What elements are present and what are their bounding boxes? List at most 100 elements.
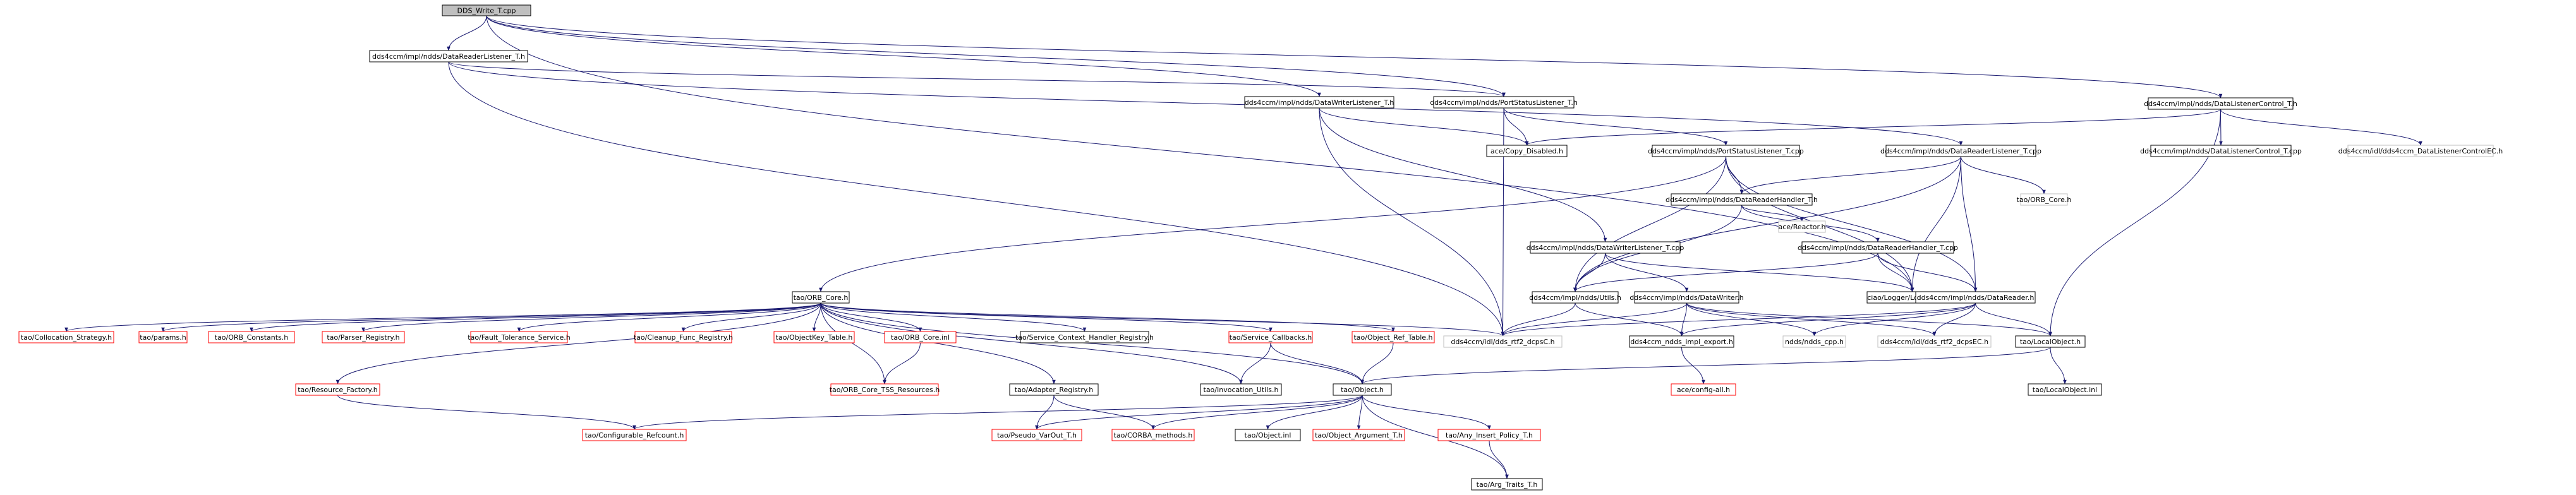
file-node-tao-orb-constants-h-n22[interactable]: tao/ORB_Constants.h — [208, 331, 295, 343]
file-node-dds4ccm-impl-ndds-utils-h-n16[interactable]: dds4ccm/impl/ndds/Utils.h — [1529, 291, 1621, 304]
file-node-dds4ccm-ndds-impl-export-h-n32[interactable]: dds4ccm_ndds_impl_export.h — [1629, 335, 1734, 348]
file-node-box — [1351, 331, 1435, 343]
file-node-ace-config-all-h-n36[interactable]: ace/config-all.h — [1671, 383, 1736, 396]
include-edge-n41-n47 — [1357, 395, 1363, 430]
file-node-dds4ccm-impl-ndds-datareaderhandler-t-cpp-n14[interactable]: dds4ccm/impl/ndds/DataReaderHandler_T.cp… — [1798, 241, 1958, 254]
include-edge-n19-n34 — [1932, 302, 1976, 337]
include-edge-n41-n45 — [1151, 395, 1363, 430]
file-node-dds4ccm-impl-ndds-datareaderlistener-t-cpp-n7[interactable]: dds4ccm/impl/ndds/DataReaderListener_T.c… — [1880, 145, 2041, 157]
file-node-box — [1244, 96, 1394, 109]
file-node-dds4ccm-impl-ndds-datawriterlistener-t-cpp-n13[interactable]: dds4ccm/impl/ndds/DataWriterListener_T.c… — [1527, 241, 1684, 254]
include-edge-n16-n32 — [1575, 302, 1684, 337]
file-node-box — [1885, 145, 2036, 157]
include-edge-n4-n9 — [2220, 109, 2422, 146]
file-node-tao-parser-registry-h-n23[interactable]: tao/Parser_Registry.h — [322, 331, 405, 343]
file-node-dds4ccm-impl-ndds-datalistenercontrol-t-cpp-n8[interactable]: dds4ccm/impl/ndds/DataListenerControl_T.… — [2140, 145, 2302, 157]
file-node-label: tao/Arg_Traits_T.h — [1477, 480, 1538, 489]
file-node-ndds-ndds-cpp-h-n33[interactable]: ndds/ndds_cpp.h — [1782, 335, 1846, 348]
include-edge-n15-n24 — [517, 302, 821, 332]
file-node-tao-pseudo-varout-t-h-n44[interactable]: tao/Pseudo_VarOut_T.h — [991, 429, 1082, 441]
include-edge-n15-n25 — [681, 302, 821, 332]
file-node-box — [1333, 383, 1392, 396]
include-edge-n4-n35 — [2048, 109, 2221, 337]
include-edge-n0-n2 — [486, 15, 1321, 97]
file-node-tao-invocation-utils-h-n40[interactable]: tao/Invocation_Utils.h — [1200, 383, 1282, 396]
file-node-tao-params-h-n21[interactable]: tao/params.h — [138, 331, 188, 343]
file-node-tao-service-context-handler-registry-h-n28[interactable]: tao/Service_Context_Handler_Registry.h — [1015, 331, 1154, 343]
file-node-tao-object-h-n41[interactable]: tao/Object.h — [1333, 383, 1392, 396]
include-edge-n0-n3 — [486, 15, 1506, 97]
file-node-box — [582, 429, 687, 441]
file-node-label: dds4ccm/impl/ndds/Utils.h — [1529, 294, 1621, 302]
file-node-tao-object-argument-t-h-n47[interactable]: tao/Object_Argument_T.h — [1312, 429, 1405, 441]
file-node-label: dds4ccm/impl/ndds/DataReaderHandler_T.cp… — [1798, 244, 1958, 252]
file-node-tao-configurable-refcount-h-n43[interactable]: tao/Configurable_Refcount.h — [582, 429, 687, 441]
file-node-tao-orb-core-h-n15[interactable]: tao/ORB_Core.h — [792, 291, 850, 304]
file-node-tao-service-callbacks-h-n29[interactable]: tao/Service_Callbacks.h — [1228, 331, 1313, 343]
include-edge-n14-n19 — [1877, 253, 1978, 292]
include-edge-n7-n17 — [1910, 156, 1961, 292]
file-node-tao-objectkey-table-h-n26[interactable]: tao/ObjectKey_Table.h — [773, 331, 855, 343]
file-node-tao-collocation-strategy-h-n20[interactable]: tao/Collocation_Strategy.h — [18, 331, 114, 343]
file-node-dds4ccm-impl-ndds-portstatuslistener-t-cpp-n6[interactable]: dds4ccm/impl/ndds/PortStatusListener_T.c… — [1648, 145, 1804, 157]
file-node-dds-write-t-cpp-n0[interactable]: DDS_Write_T.cpp — [442, 4, 531, 16]
file-node-dds4ccm-idl-dds-rtf2-dcpsec-h-n34[interactable]: dds4ccm/idl/dds_rtf2_dcpsEC.h — [1877, 335, 1992, 348]
file-node-tao-any-insert-policy-t-h-n48[interactable]: tao/Any_Insert_Policy_T.h — [1437, 429, 1541, 441]
file-node-tao-object-ref-table-h-n30[interactable]: tao/Object_Ref_Table.h — [1351, 331, 1435, 343]
file-node-tao-object-inl-n46[interactable]: tao/Object.inl — [1235, 429, 1301, 441]
include-edge-n7-n19 — [1961, 156, 1978, 292]
file-node-tao-corba-methods-h-n45[interactable]: tao/CORBA_methods.h — [1111, 429, 1195, 441]
file-node-tao-localobject-inl-n42[interactable]: tao/LocalObject.inl — [2028, 383, 2102, 396]
file-node-label: tao/ORB_Core_TSS_Resources.h — [830, 386, 940, 394]
file-node-box — [369, 50, 528, 63]
file-node-tao-fault-tolerance-service-h-n24[interactable]: tao/Fault_Tolerance_Service.h — [468, 331, 571, 343]
file-node-ace-copy-disabled-h-n5[interactable]: ace/Copy_Disabled.h — [1486, 145, 1568, 157]
file-node-label: dds4ccm/impl/ndds/PortStatusListener_T.c… — [1648, 147, 1804, 155]
file-node-dds4ccm-impl-ndds-datawriterlistener-t-h-n2[interactable]: dds4ccm/impl/ndds/DataWriterListener_T.h — [1244, 96, 1394, 109]
file-node-dds4ccm-impl-ndds-datareaderlistener-t-h-n1[interactable]: dds4ccm/impl/ndds/DataReaderListener_T.h — [369, 50, 528, 63]
file-node-tao-cleanup-func-registry-h-n25[interactable]: tao/Cleanup_Func_Registry.h — [634, 331, 733, 343]
file-node-label: tao/Object.h — [1341, 386, 1384, 394]
file-node-label: ace/Reactor.h — [1779, 223, 1826, 231]
file-node-label: tao/ObjectKey_Table.h — [776, 333, 853, 342]
include-edge-n2-n5 — [1319, 107, 1529, 146]
file-node-dds4ccm-impl-ndds-datareaderhandler-t-h-n10[interactable]: dds4ccm/impl/ndds/DataReaderHandler_T.h — [1666, 193, 1818, 206]
file-node-tao-orb-core-tss-resources-h-n38[interactable]: tao/ORB_Core_TSS_Resources.h — [830, 383, 940, 396]
include-edge-n18-n34 — [1686, 302, 1937, 337]
file-node-tao-adapter-registry-h-n39[interactable]: tao/Adapter_Registry.h — [1009, 383, 1099, 396]
include-edge-n30-n41 — [1360, 342, 1394, 385]
file-node-tao-resource-factory-h-n37[interactable]: tao/Resource_Factory.h — [295, 383, 380, 396]
file-node-label: dds4ccm/impl/ndds/DataListenerControl_T.… — [2144, 100, 2297, 108]
include-edge-n19-n33 — [1812, 302, 1976, 337]
include-edge-n7-n11 — [1961, 156, 2046, 194]
file-node-tao-arg-traits-t-h-n49[interactable]: tao/Arg_Traits_T.h — [1471, 478, 1543, 491]
file-node-dds4ccm-idl-dds-rtf2-dcpsc-h-n31[interactable]: dds4ccm/idl/dds_rtf2_dcpsC.h — [1443, 335, 1563, 348]
include-edge-n18-n32 — [1679, 302, 1687, 337]
file-node-label: tao/Object.inl — [1245, 431, 1291, 439]
file-node-box — [1634, 291, 1739, 304]
include-edge-n0-n4 — [486, 15, 2223, 98]
file-node-box — [322, 331, 405, 343]
file-node-tao-localobject-h-n35[interactable]: tao/LocalObject.h — [2015, 335, 2086, 348]
include-edge-n15-n40 — [820, 302, 1243, 385]
include-edge-n3-n31 — [1501, 107, 1505, 337]
file-node-dds4ccm-idl-dds4ccm-datalistenercontrolec-h-n9[interactable]: dds4ccm/idl/dds4ccm_DataListenerControlE… — [2338, 145, 2503, 157]
file-node-ace-reactor-h-n12[interactable]: ace/Reactor.h — [1778, 220, 1826, 233]
include-edge-n15-n38 — [820, 302, 886, 385]
file-node-box — [634, 331, 732, 343]
file-node-dds4ccm-impl-ndds-datareader-h-n19[interactable]: dds4ccm/impl/ndds/DataReader.h — [1915, 291, 2036, 304]
file-node-dds4ccm-impl-ndds-portstatuslistener-t-h-n3[interactable]: dds4ccm/impl/ndds/PortStatusListener_T.h — [1430, 96, 1578, 109]
include-edge-n15-n37 — [336, 302, 821, 385]
include-edge-n18-n35 — [1686, 302, 2052, 337]
file-node-label: tao/LocalObject.h — [2020, 338, 2081, 346]
include-edge-n14-n16 — [1573, 253, 1878, 292]
include-edge-n7-n16 — [1573, 156, 1961, 292]
file-node-dds4ccm-impl-ndds-datalistenercontrol-t-h-n4[interactable]: dds4ccm/impl/ndds/DataListenerControl_T.… — [2144, 97, 2297, 110]
file-node-tao-orb-core-h-n11[interactable]: tao/ORB_Core.h — [2017, 193, 2072, 206]
file-node-tao-orb-core-inl-n27[interactable]: tao/ORB_Core.inl — [884, 331, 957, 343]
file-node-dds4ccm-impl-ndds-datawriter-h-n18[interactable]: dds4ccm/impl/ndds/DataWriter.h — [1630, 291, 1744, 304]
file-node-box — [1020, 331, 1149, 343]
include-edge-n0-n1 — [447, 15, 487, 51]
file-node-label: dds4ccm/idl/dds_rtf2_dcpsC.h — [1451, 338, 1554, 346]
include-edge-n39-n44 — [1035, 395, 1055, 430]
